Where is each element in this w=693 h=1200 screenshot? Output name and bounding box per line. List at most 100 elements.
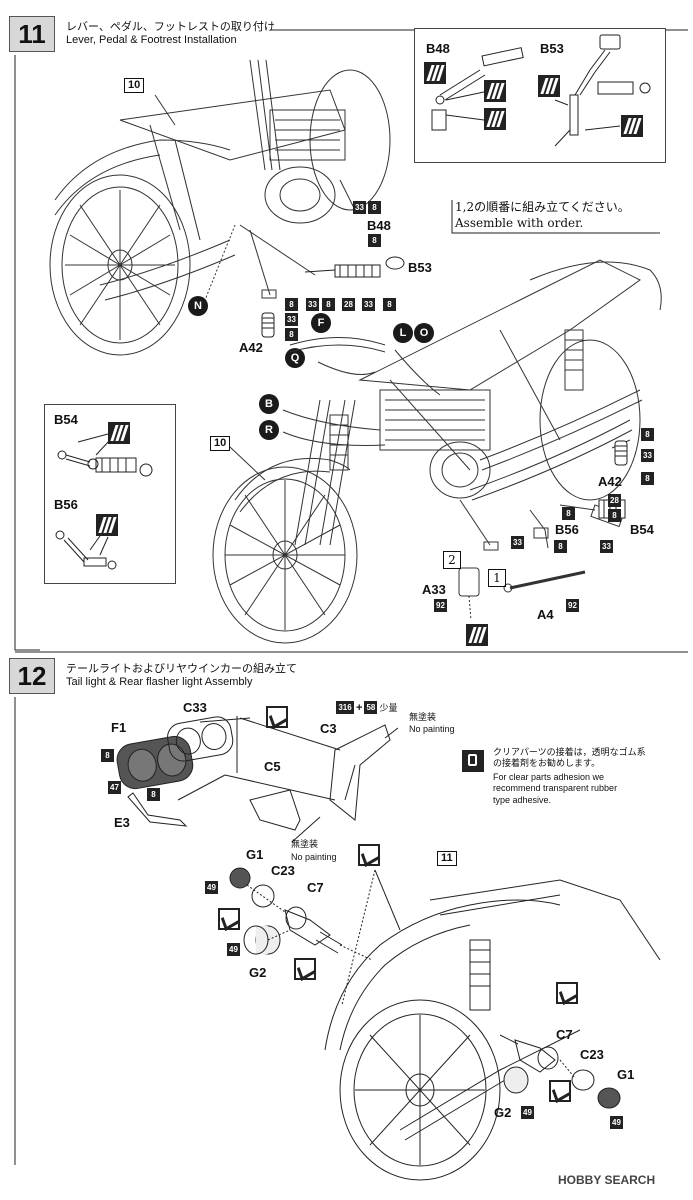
color-code: 8 bbox=[101, 749, 114, 762]
order-note-jp: 1,2の順番に組み立てください。 bbox=[455, 200, 630, 214]
ref-part-11: 11 bbox=[437, 851, 457, 866]
no-paint-en: No painting bbox=[409, 724, 455, 734]
c3-callout-lines bbox=[291, 727, 399, 843]
label-c23: C23 bbox=[271, 863, 295, 878]
color-code: 58 bbox=[364, 701, 378, 714]
color-code: 47 bbox=[108, 781, 121, 794]
cement-icon bbox=[294, 958, 316, 980]
inset-drawing-b48-b53 bbox=[431, 34, 651, 147]
step-12-title-jp: テールライトおよびリヤウインカーの組み立て bbox=[66, 662, 297, 675]
cement-icon bbox=[358, 844, 380, 866]
color-code: 49 bbox=[610, 1116, 623, 1129]
inset-label-b48: B48 bbox=[426, 41, 450, 56]
glue-icon bbox=[621, 115, 643, 137]
connector-b: B bbox=[259, 394, 279, 414]
step-11-title-en: Lever, Pedal & Footrest Installation bbox=[66, 34, 237, 46]
order-note-en: Assemble with order. bbox=[455, 216, 584, 230]
inset-label-b53: B53 bbox=[540, 41, 564, 56]
label-g2: G2 bbox=[249, 965, 267, 980]
color-code: 33 bbox=[306, 298, 319, 311]
clear-note-en: For clear parts adhesion we recommend tr… bbox=[493, 772, 618, 805]
color-code: 33 bbox=[353, 201, 366, 214]
step-11-number: 11 bbox=[9, 16, 55, 52]
color-code: 8 bbox=[285, 298, 298, 311]
color-code: 8 bbox=[147, 788, 160, 801]
color-code: 33 bbox=[600, 540, 613, 553]
step-11-title-jp: レバー、ペダル、フットレストの取り付け bbox=[66, 20, 275, 33]
color-code: 316 bbox=[336, 701, 354, 714]
motorcycle-drawing-top bbox=[49, 59, 405, 356]
paint-mix-ratio: 316 + 58 少量 bbox=[336, 701, 397, 714]
watermark: HOBBY SEARCH bbox=[558, 1173, 656, 1187]
plus-sign: + bbox=[356, 701, 363, 714]
color-code: 8 bbox=[368, 234, 381, 247]
color-code: 92 bbox=[434, 599, 447, 612]
color-code: 28 bbox=[608, 494, 621, 507]
no-paint-en-2: No painting bbox=[291, 852, 337, 862]
color-code: 49 bbox=[227, 943, 240, 956]
color-code: 28 bbox=[342, 298, 355, 311]
order-note-bracket bbox=[451, 200, 660, 234]
color-code: 92 bbox=[566, 599, 579, 612]
label-f1: F1 bbox=[111, 720, 127, 735]
no-paint-jp-2: 無塗装 bbox=[291, 840, 319, 850]
color-code: 8 bbox=[368, 201, 381, 214]
label-c33: C33 bbox=[183, 700, 207, 715]
glue-icon bbox=[484, 108, 506, 130]
cement-icon bbox=[556, 982, 578, 1004]
connector-n: N bbox=[188, 296, 208, 316]
glue-icon bbox=[108, 422, 130, 444]
glue-icon bbox=[96, 514, 118, 536]
clear-note-jp: クリアパーツの接着は，透明なゴム系の接着剤をお勧めします。 bbox=[493, 748, 646, 770]
label-c7-right: C7 bbox=[556, 1027, 573, 1042]
color-code: 49 bbox=[521, 1106, 534, 1119]
label-b53: B53 bbox=[408, 260, 432, 275]
label-e3: E3 bbox=[114, 815, 130, 830]
color-code: 8 bbox=[383, 298, 396, 311]
color-code: 33 bbox=[362, 298, 375, 311]
connector-r: R bbox=[259, 420, 279, 440]
no-paint-jp: 無塗装 bbox=[409, 713, 437, 723]
label-g1-right: G1 bbox=[617, 1067, 635, 1082]
label-c23-right: C23 bbox=[580, 1047, 604, 1062]
color-code: 33 bbox=[641, 449, 654, 462]
color-code: 8 bbox=[641, 472, 654, 485]
glue-icon bbox=[484, 80, 506, 102]
label-c3: C3 bbox=[320, 721, 337, 736]
color-code: 8 bbox=[562, 507, 575, 520]
step-12-title-en: Tail light & Rear flasher light Assembly bbox=[66, 676, 253, 688]
color-code: 33 bbox=[511, 536, 524, 549]
label-a33: A33 bbox=[422, 582, 446, 597]
color-code: 8 bbox=[285, 328, 298, 341]
color-code: 49 bbox=[205, 881, 218, 894]
color-code: 8 bbox=[554, 540, 567, 553]
cement-icon bbox=[266, 706, 288, 728]
inset-label-b54: B54 bbox=[54, 412, 78, 427]
cement-icon bbox=[218, 908, 240, 930]
label-a42-right: A42 bbox=[598, 474, 622, 489]
order-number-2: 2 bbox=[443, 551, 461, 569]
glue-icon bbox=[466, 624, 488, 646]
label-g2-right: G2 bbox=[494, 1105, 512, 1120]
color-code: 8 bbox=[641, 428, 654, 441]
ref-part-10-middle: 10 bbox=[210, 436, 231, 451]
inset-drawing-b54-b56 bbox=[55, 433, 153, 570]
small-amount-label: 少量 bbox=[379, 704, 398, 714]
step-12-number: 12 bbox=[9, 658, 55, 694]
connector-q: Q bbox=[285, 348, 305, 368]
glue-icon bbox=[538, 75, 560, 97]
label-c7: C7 bbox=[307, 880, 324, 895]
order-number-1: 1 bbox=[488, 569, 506, 587]
label-b48: B48 bbox=[367, 218, 391, 233]
connector-o: O bbox=[414, 323, 434, 343]
label-b54: B54 bbox=[630, 522, 654, 537]
connector-l: L bbox=[393, 323, 413, 343]
label-a42: A42 bbox=[239, 340, 263, 355]
inset-label-b56: B56 bbox=[54, 497, 78, 512]
label-c5: C5 bbox=[264, 759, 281, 774]
color-code: 8 bbox=[322, 298, 335, 311]
step-divider bbox=[15, 651, 688, 653]
clear-parts-glue-icon bbox=[462, 750, 484, 772]
